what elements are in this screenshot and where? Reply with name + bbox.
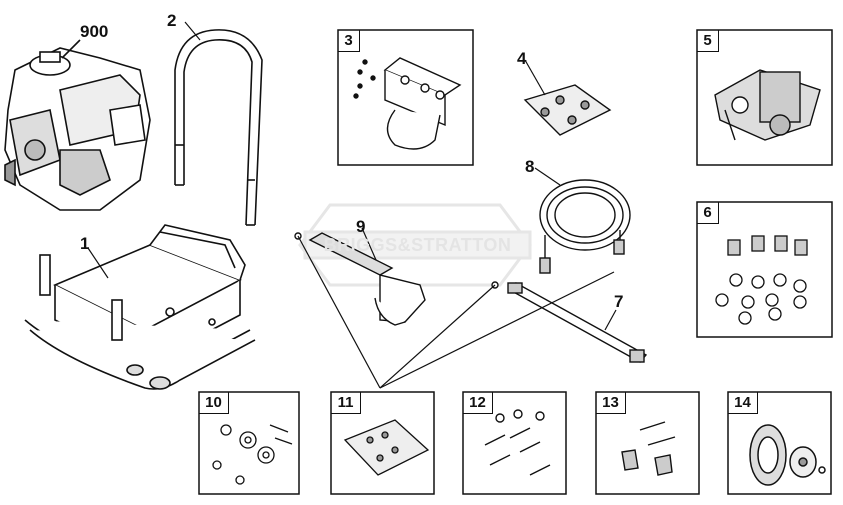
handle-illustration [174,21,263,226]
box-label-6: 6 [697,202,719,224]
box-label-12: 12 [463,392,493,414]
callout-decals: 4 [517,49,527,68]
callout-leader-lines [297,235,615,389]
pump-illustration [714,69,821,141]
callout-handle: 2 [167,11,177,30]
callout-engine: 900 [80,22,109,41]
lance-illustration [491,281,648,363]
box-12-frame [462,391,567,495]
brand-watermark-text: BRIGGS&STRATTON [323,234,512,255]
decal-pack-illustration [523,59,612,136]
box-label-10: 10 [199,392,229,414]
bolt-kit-illustration [484,409,551,476]
bearing-kit-illustration [212,424,293,485]
box-label-3: 3 [338,30,360,52]
box-3-frame [337,29,474,166]
gun-holder-illustration [353,57,462,150]
spray-gun-illustration [294,227,426,326]
callout-hose: 8 [525,157,535,176]
callout-frame: 1 [80,234,90,253]
box-label-11: 11 [331,392,361,414]
box-label-14: 14 [728,392,758,414]
box-label-5: 5 [697,30,719,52]
knob-kit-illustration [621,421,676,476]
nozzle-kit-illustration [343,419,430,476]
engine-illustration [4,39,151,211]
box-6-frame [696,201,833,338]
box-10-frame [198,391,300,495]
hose-illustration [534,167,631,274]
box-label-13: 13 [596,392,626,414]
wheel-kit-illustration [749,424,826,486]
frame-illustration [24,224,256,390]
callout-gun: 9 [356,217,366,236]
box-11-frame [330,391,435,495]
box-13-frame [595,391,700,495]
callout-lance: 7 [614,292,624,311]
nuts-bolts-illustration [715,235,808,325]
box-14-frame [727,391,832,495]
box-5-frame [696,29,833,166]
